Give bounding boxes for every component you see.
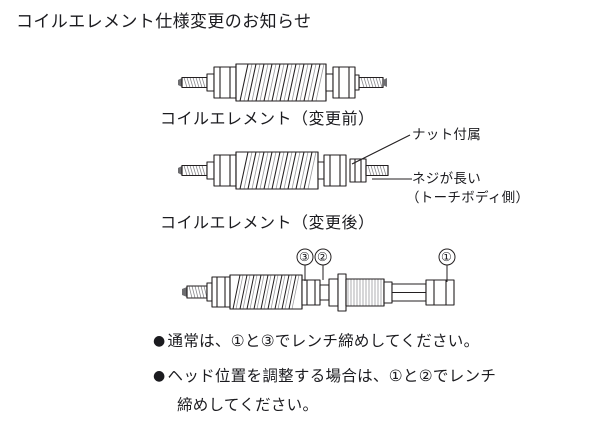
note-item-2-text: ヘッド位置を調整する場合は、①と②でレンチ (167, 367, 497, 385)
figure-coil-element-before (168, 55, 398, 114)
marker-label-3: ③ (299, 250, 311, 264)
callout-nut-included: ナット付属 (412, 127, 481, 143)
callout-long-screw: ネジが長い (412, 171, 481, 187)
callout-torch-body-side: （トーチボディ側） (406, 190, 530, 206)
coil-element-assembly-diagram (182, 273, 455, 312)
note-item-2-continuation: 締めしてください。 (177, 396, 319, 414)
note-item-2: ●ヘッド位置を調整する場合は、①と②でレンチ (153, 365, 496, 387)
coil-element-before-diagram (178, 63, 387, 102)
note-item-1-text: 通常は、①と③でレンチ締めしてください。 (167, 332, 480, 350)
bullet-icon-2: ● (153, 368, 166, 384)
page-title: コイルエレメント仕様変更のお知らせ (16, 12, 312, 32)
figure-coil-element-after (168, 143, 398, 202)
caption-coil-element-after: コイルエレメント（変更後） (160, 213, 375, 232)
marker-label-1: ① (441, 250, 453, 264)
marker-label-2: ② (317, 250, 329, 264)
note-item-1: ●通常は、①と③でレンチ締めしてください。 (153, 330, 479, 352)
bullet-icon-1: ● (153, 333, 166, 349)
figure-coil-element-assembly (178, 262, 468, 326)
coil-element-after-diagram (178, 151, 389, 190)
caption-coil-element-before: コイルエレメント（変更前） (160, 109, 375, 128)
